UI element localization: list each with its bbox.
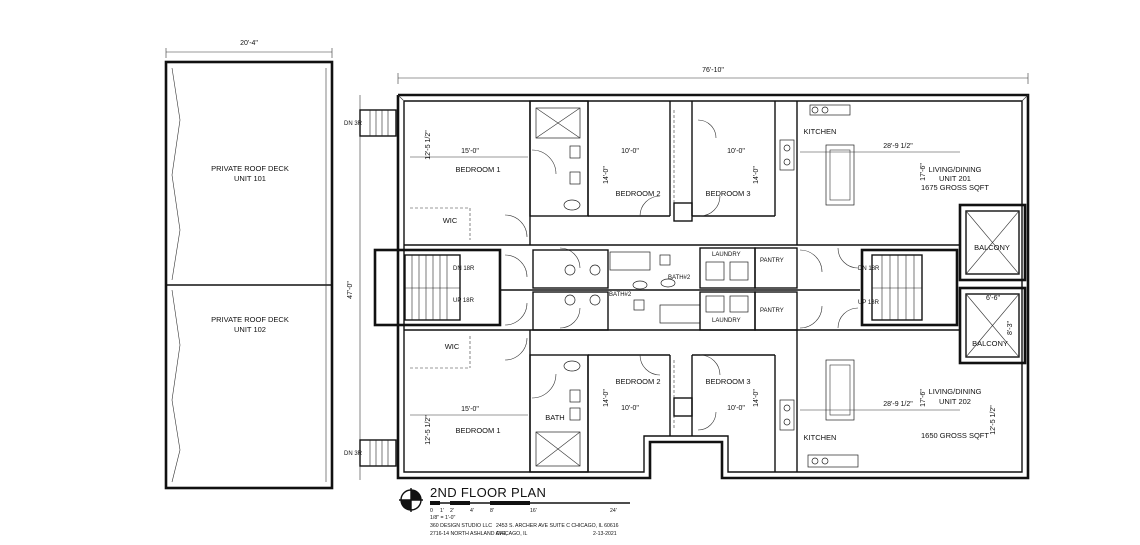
bedroom2-bottom-label: BEDROOM 2 xyxy=(615,377,660,386)
bedroom1-bottom-width: 15'-0" xyxy=(461,406,479,413)
bedroom3-top-width: 10'-0" xyxy=(727,148,745,155)
bedroom1-top-label: BEDROOM 1 xyxy=(455,165,500,174)
unit-201: BEDROOM 1 15'-0" 12'-5 1/2" WIC BEDROOM … xyxy=(410,100,989,245)
living-bottom-depth: 17'-6" xyxy=(920,389,927,407)
stair-dn3r-top: DN 3R xyxy=(344,121,363,127)
firm-name: 360 DESIGN STUDIO LLC xyxy=(430,523,492,529)
balconies: BALCONY BALCONY 6'-6" 8'-3" xyxy=(958,203,1027,365)
unit202-line2: UNIT 202 xyxy=(939,397,971,406)
bedroom1-bottom-label: BEDROOM 1 xyxy=(455,426,500,435)
deck-102-line1: PRIVATE ROOF DECK xyxy=(211,315,289,324)
living-bottom-side-dim: 12'-5 1/2" xyxy=(990,405,997,435)
wic-bottom-label: WIC xyxy=(445,342,460,351)
scale-note: 1/8" = 1'-0" xyxy=(430,515,455,521)
scale-tick-label: 1' xyxy=(440,508,444,514)
right-stair-dn: DN 18R xyxy=(858,266,880,272)
bedroom1-bottom-depth: 12'-5 1/2" xyxy=(425,415,432,445)
title-block: 2ND FLOOR PLAN 0 1' 2' 4' 8' 16' 24' 1/8" = 1'… xyxy=(399,485,630,537)
balcony-top-label: BALCONY xyxy=(974,243,1010,252)
living-bottom-width: 28'-9 1/2" xyxy=(883,401,913,408)
scale-tick-label: 2' xyxy=(450,508,454,514)
building-width-dim: 76'-10" xyxy=(702,67,724,74)
laundry-bottom-label: LAUNDRY xyxy=(712,318,741,324)
scale-ticks: 0 1' 2' 4' 8' 16' 24' xyxy=(430,508,617,514)
bedroom2-top-width: 10'-0" xyxy=(621,148,639,155)
left-stair-up: UP 18R xyxy=(453,298,475,304)
project-city: CHICAGO, IL xyxy=(496,531,528,537)
bedroom2-bottom-depth: 14'-0" xyxy=(603,389,610,407)
scale-tick-label: 16' xyxy=(530,508,537,514)
bedroom3-bottom-width: 10'-0" xyxy=(727,405,745,412)
central-core: DN 18R UP 18R BATH#2 BATH#2 LAUNDRY PANT… xyxy=(373,247,959,331)
bedroom2-top-label: BEDROOM 2 xyxy=(615,189,660,198)
unit202-line1: LIVING/DINING xyxy=(929,387,982,396)
kitchen-top-label: KITCHEN xyxy=(804,127,837,136)
bedroom3-top-label: BEDROOM 3 xyxy=(705,189,750,198)
building-shell: 76'-10" xyxy=(396,67,1030,480)
deck-101-line2: UNIT 101 xyxy=(234,174,266,183)
living-top-depth: 17'-6" xyxy=(920,163,927,181)
living-top-width: 28'-9 1/2" xyxy=(883,143,913,150)
deck-depth-dim: 47'-0" xyxy=(347,281,354,299)
project-address: 2716-14 NORTH ASHLAND AVE, xyxy=(430,531,507,537)
bath2-top-label: BATH#2 xyxy=(668,275,691,281)
unit201-line2: UNIT 201 xyxy=(939,174,971,183)
balcony-width-dim: 6'-6" xyxy=(986,295,1000,302)
plan-title: 2ND FLOOR PLAN xyxy=(430,485,546,500)
deck-101-line1: PRIVATE ROOF DECK xyxy=(211,164,289,173)
bedroom3-bottom-label: BEDROOM 3 xyxy=(705,377,750,386)
bedroom2-top-depth: 14'-0" xyxy=(603,166,610,184)
plan-date: 2-13-2021 xyxy=(593,531,617,537)
deck-102-line2: UNIT 102 xyxy=(234,325,266,334)
bedroom3-bottom-depth: 14'-0" xyxy=(753,389,760,407)
balcony-depth-dim: 8'-3" xyxy=(1007,321,1014,335)
laundry-top-label: LAUNDRY xyxy=(712,252,741,258)
unit-202: WIC BEDROOM 1 15'-0" 12'-5 1/2" BATH BED… xyxy=(410,330,997,473)
scale-tick-label: 4' xyxy=(470,508,474,514)
scale-tick-label: 8' xyxy=(490,508,494,514)
left-stair-dn: DN 18R xyxy=(453,266,475,272)
bath-bottom-label: BATH xyxy=(545,413,564,422)
pantry-bottom-label: PANTRY xyxy=(760,308,784,314)
scale-tick-label: 0 xyxy=(430,508,433,514)
unit202-line3: 1650 GROSS SQFT xyxy=(921,431,989,440)
deck-width-dim: 20'-4" xyxy=(240,40,258,47)
bedroom2-bottom-width: 10'-0" xyxy=(621,405,639,412)
scale-tick-label: 24' xyxy=(610,508,617,514)
unit201-line3: 1675 GROSS SQFT xyxy=(921,183,989,192)
right-stair-up: UP 18R xyxy=(858,300,880,306)
bedroom3-top-depth: 14'-0" xyxy=(753,166,760,184)
balcony-bottom-label: BALCONY xyxy=(972,339,1008,348)
bedroom1-top-depth: 12'-5 1/2" xyxy=(425,130,432,160)
unit201-line1: LIVING/DINING xyxy=(929,165,982,174)
kitchen-bottom-label: KITCHEN xyxy=(804,433,837,442)
wic-top-label: WIC xyxy=(443,216,458,225)
exterior-stairs: DN 3R DN 3R xyxy=(344,109,397,467)
bedroom1-top-width: 15'-0" xyxy=(461,148,479,155)
bath2-bottom-label: BATH#2 xyxy=(609,292,632,298)
stair-dn3r-bottom: DN 3R xyxy=(344,451,363,457)
roof-deck: 20'-4" PRIVATE ROOF DECK UNIT 101 PRIVAT… xyxy=(164,40,361,490)
pantry-top-label: PANTRY xyxy=(760,258,784,264)
firm-address: 2453 S. ARCHER AVE SUITE C CHICAGO, IL 6… xyxy=(496,523,619,529)
